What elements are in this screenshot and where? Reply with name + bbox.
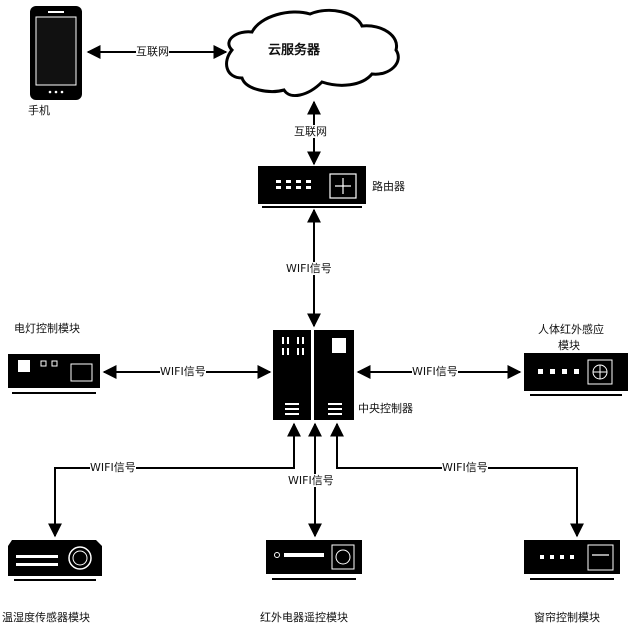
temp-label: 温湿度传感器模块 [2,611,90,624]
ir-remote-module-icon [266,540,362,580]
router-label: 路由器 [372,180,405,193]
light-label: 电灯控制模块 [14,322,80,335]
curtain-label: 窗帘控制模块 [534,611,600,624]
pir-module-icon [524,353,628,396]
pir-label-line1: 人体红外感应 [538,323,604,336]
edge-label-router-central: WIFI信号 [286,262,332,275]
edge-label-ir-central: WIFI信号 [288,474,334,487]
edge-label-phone-cloud: 互联网 [136,45,169,58]
edge-label-curtain-central: WIFI信号 [442,461,488,474]
cloud-icon [225,9,400,98]
edge-label-cloud-router: 互联网 [294,125,327,138]
ir-label: 红外电器遥控模块 [260,611,348,624]
pir-label-line2: 模块 [558,339,580,352]
server-icon [273,330,354,420]
phone-label: 手机 [28,104,50,117]
smartphone-icon [30,6,82,100]
router-icon [258,166,366,208]
curtain-module-icon [524,540,620,580]
edge-curtain-central [330,422,584,538]
edge-label-temp-central: WIFI信号 [90,461,136,474]
edge-temp-central [48,422,301,538]
central-label: 中央控制器 [358,402,413,415]
cloud-label: 云服务器 [268,43,321,58]
temp-sensor-module-icon [8,540,102,581]
light-module-icon [8,354,100,394]
edge-label-pir-central: WIFI信号 [412,365,458,378]
edge-label-light-central: WIFI信号 [160,365,206,378]
